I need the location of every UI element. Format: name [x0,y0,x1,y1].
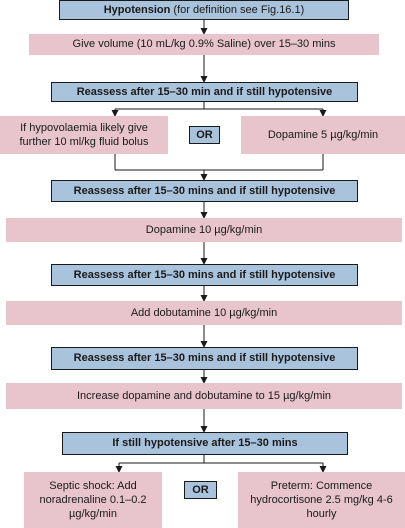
reassess-box-1: Reassess after 15–30 min and if still hy… [51,82,358,102]
reassess-box-4: Reassess after 15–30 mins and if still h… [51,347,358,370]
reassess-text-4: Reassess after 15–30 mins and if still h… [73,352,336,365]
hypotension-box: Hypotension (for definition see Fig.16.1… [59,0,349,20]
or-text-2: OR [192,483,209,496]
give-volume-text: Give volume (10 mL/kg 0.9% Saline) over … [72,38,336,51]
septic-shock-box: Septic shock: Add noradrenaline 0.1–0.2 … [24,472,162,528]
or-text-1: OR [196,128,213,141]
septic-shock-text: Septic shock: Add noradrenaline 0.1–0.2 … [39,479,147,521]
or-box-1: OR [189,126,220,144]
still-hypotensive-text: If still hypotensive after 15–30 mins [112,437,298,450]
hypotension-definition: (for definition see Fig.16.1) [170,3,305,16]
preterm-text: Preterm: Commence hydrocortisone 2.5 mg/… [250,479,393,521]
reassess-text-2: Reassess after 15–30 mins and if still h… [73,184,336,197]
reassess-text-1: Reassess after 15–30 min and if still hy… [76,85,333,98]
hypotension-title: Hypotension [103,3,171,16]
preterm-box: Preterm: Commence hydrocortisone 2.5 mg/… [238,472,405,528]
increase-text: Increase dopamine and dobutamine to 15 µ… [77,389,331,402]
give-volume-box: Give volume (10 mL/kg 0.9% Saline) over … [29,34,379,55]
still-hypotensive-box: If still hypotensive after 15–30 mins [62,432,348,455]
reassess-box-2: Reassess after 15–30 mins and if still h… [51,180,358,202]
dobutamine-box: Add dobutamine 10 µg/kg/min [6,301,402,325]
or-box-2: OR [184,481,217,499]
dopamine-10-box: Dopamine 10 µg/kg/min [6,218,402,242]
dobutamine-text: Add dobutamine 10 µg/kg/min [130,306,278,319]
dopamine-5-box: Dopamine 5 µg/kg/min [241,116,405,154]
hypovolaemia-box: If hypovolaemia likely give further 10 m… [0,116,168,154]
dopamine-10-text: Dopamine 10 µg/kg/min [145,223,263,236]
dopamine-5-text: Dopamine 5 µg/kg/min [267,128,379,141]
increase-box: Increase dopamine and dobutamine to 15 µ… [6,383,402,409]
reassess-text-3: Reassess after 15–30 mins and if still h… [73,268,336,281]
hypovolaemia-text: If hypovolaemia likely give further 10 m… [19,121,149,148]
reassess-box-3: Reassess after 15–30 mins and if still h… [51,264,358,286]
